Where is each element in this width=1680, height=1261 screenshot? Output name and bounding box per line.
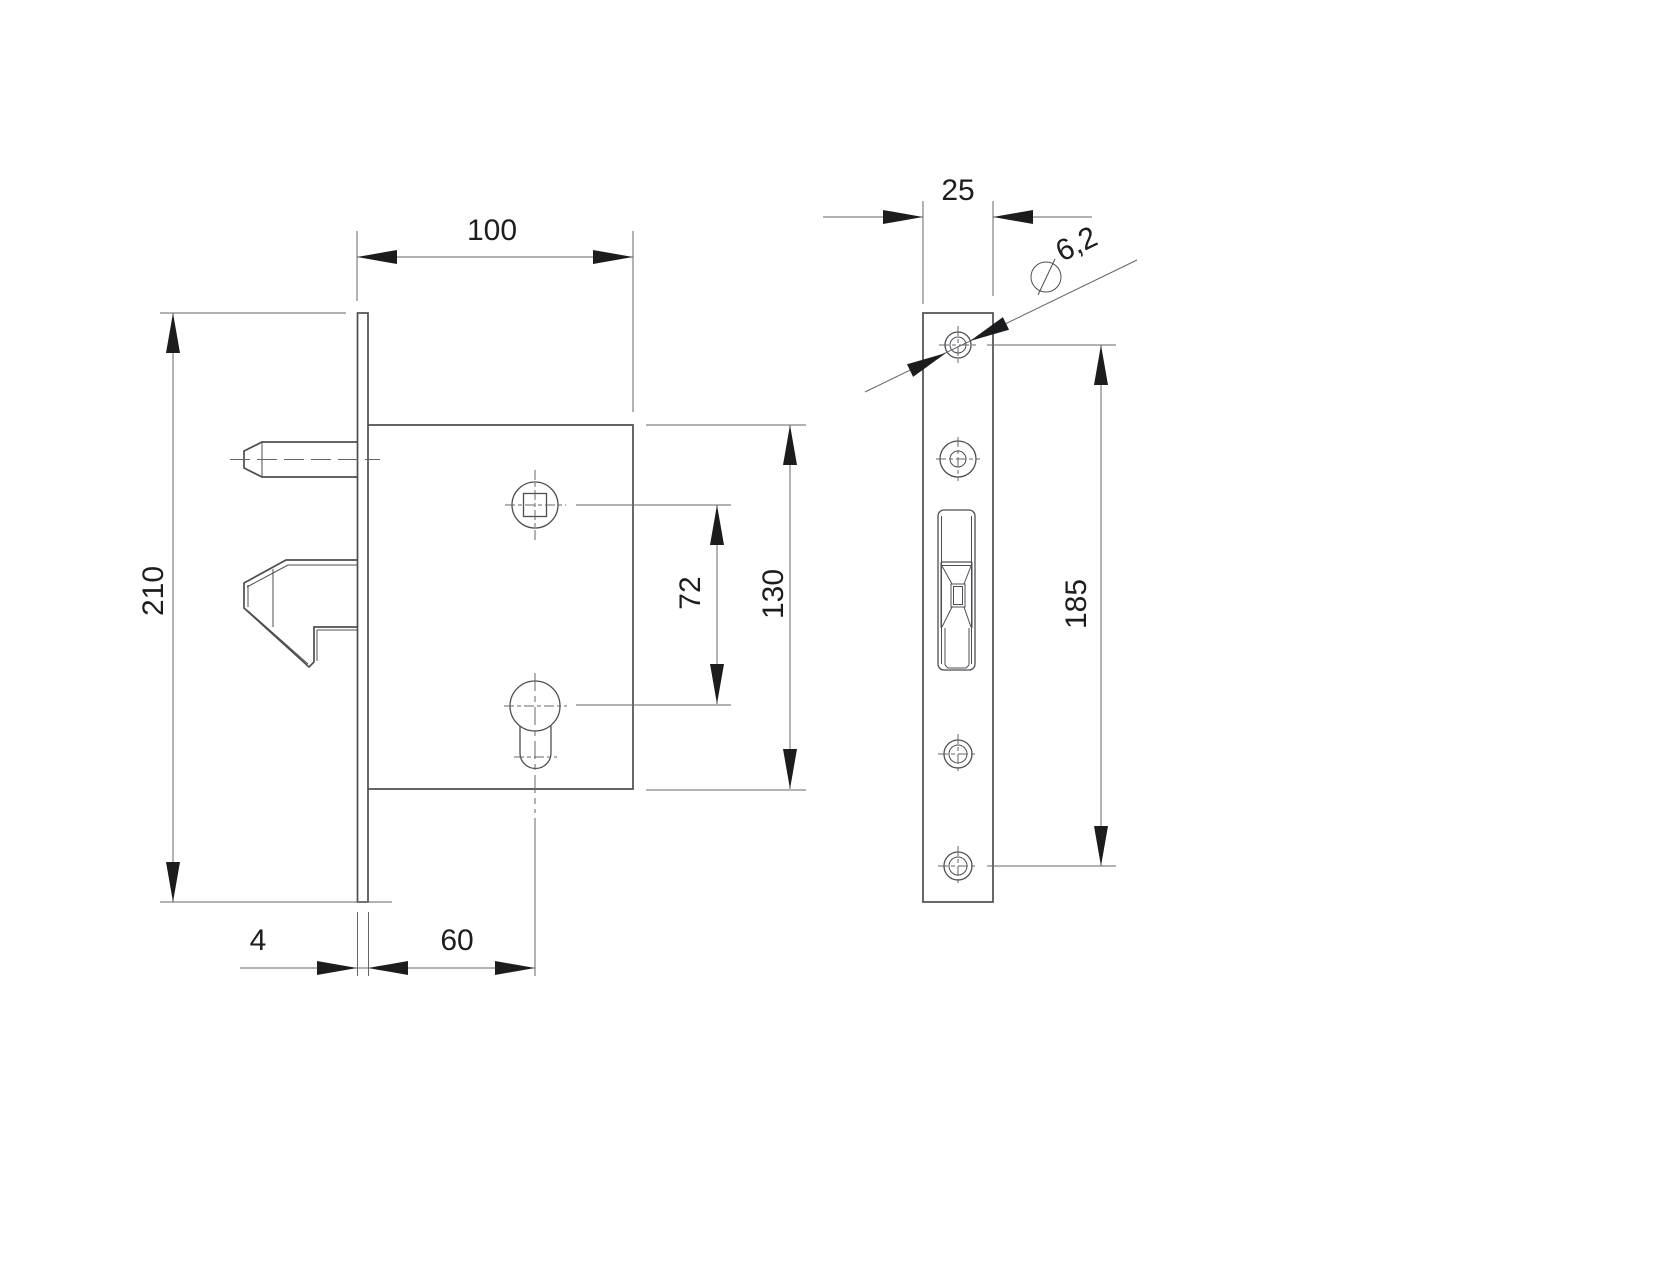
arrowhead	[710, 505, 724, 545]
arrowhead	[166, 313, 180, 353]
arrowhead	[710, 664, 724, 704]
dim-hole-diameter-label: 6,2	[1051, 220, 1103, 268]
dim-follower-spacing: 72	[576, 504, 731, 706]
faceplate-side	[922, 312, 994, 903]
diameter-symbol	[1030, 258, 1062, 296]
arrowhead	[993, 210, 1033, 224]
dim-overall-width-label: 100	[467, 214, 517, 247]
arrowhead	[495, 961, 535, 975]
hook-bolt	[243, 559, 357, 669]
spindle-follower-hole	[505, 470, 566, 541]
dim-case-height: 130	[646, 424, 806, 791]
screw-hole-top	[939, 326, 977, 364]
arrowhead	[970, 317, 1010, 341]
dim-hole-spacing-label: 185	[1060, 579, 1093, 629]
arrowhead	[783, 425, 797, 465]
dim-hole-spacing: 185	[987, 344, 1116, 867]
dim-overall-height: 210	[137, 312, 392, 903]
dim-thickness-backset: 4 60	[240, 818, 536, 976]
arrowhead	[1094, 826, 1108, 866]
arrowhead	[166, 862, 180, 902]
dim-follower-spacing-label: 72	[674, 576, 707, 609]
dim-backset-label: 60	[440, 924, 473, 957]
arrowhead	[883, 210, 923, 224]
hook-cross-section	[940, 561, 973, 669]
dim-hole-diameter: 6,2	[864, 220, 1138, 393]
dim-faceplate-thickness-label: 4	[250, 924, 267, 957]
arrowhead	[317, 961, 357, 975]
arrowhead	[357, 250, 397, 264]
guide-pin	[230, 441, 380, 478]
dim-case-height-label: 130	[757, 569, 790, 619]
faceplate-front	[356, 312, 369, 903]
arrowhead	[368, 961, 408, 975]
dim-faceplate-width-label: 25	[941, 174, 974, 207]
screw-hole-bottom	[938, 846, 978, 886]
side-view: 25 6,2 185	[823, 174, 1138, 903]
dim-faceplate-width: 25	[823, 174, 1092, 304]
lock-case	[368, 424, 634, 790]
arrowhead	[906, 353, 946, 377]
arrowhead	[783, 749, 797, 789]
cylinder-hole	[504, 673, 567, 813]
screw-hole-3	[938, 734, 978, 774]
screw-hole-2	[936, 437, 980, 481]
front-view: 100 210 72 130	[137, 214, 806, 976]
arrowhead	[1094, 345, 1108, 385]
dim-overall-height-label: 210	[137, 566, 170, 616]
arrowhead	[593, 250, 633, 264]
dim-overall-width: 100	[356, 214, 634, 412]
